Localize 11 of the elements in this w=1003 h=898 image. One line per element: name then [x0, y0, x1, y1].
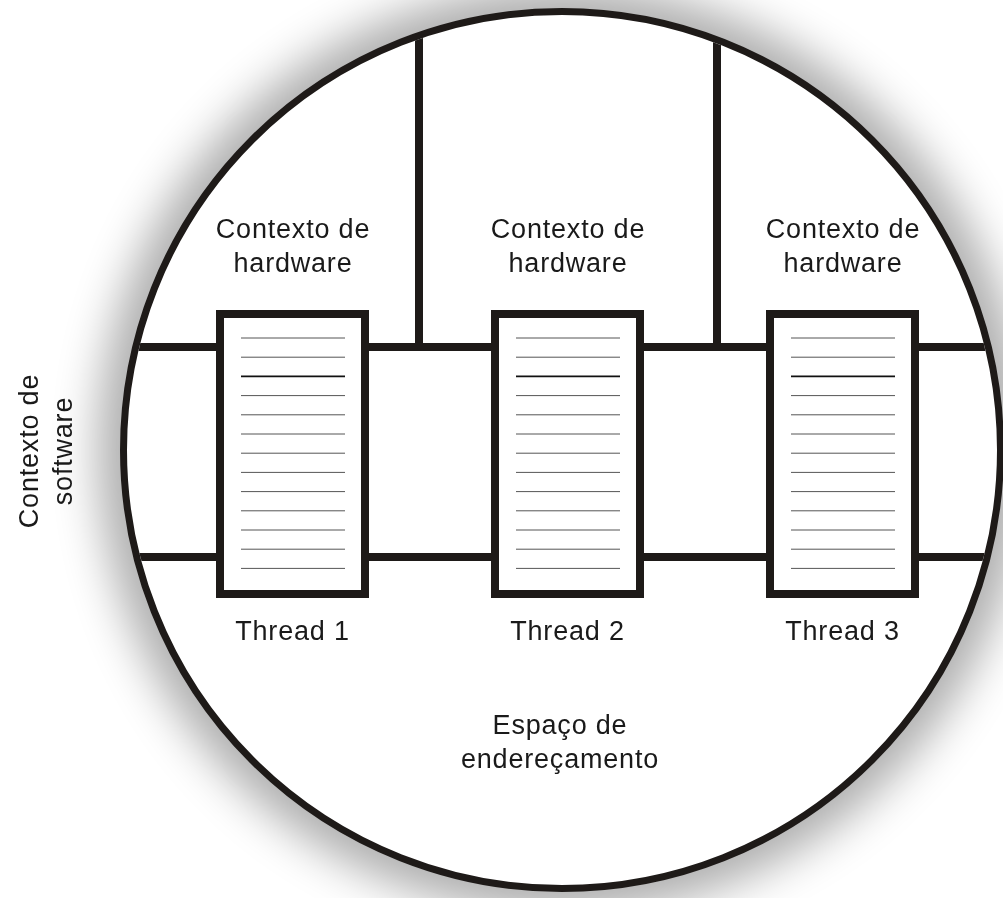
thread-document: [491, 310, 644, 598]
hardware-context-label: Contexto de hardware: [214, 213, 372, 280]
thread-label: Thread 3: [784, 615, 901, 648]
hardware-context-label: Contexto de hardware: [764, 213, 922, 280]
software-context-label: Contexto de software: [13, 372, 79, 531]
address-space-label: Espaço de endereçamento: [460, 709, 660, 776]
thread-document: [766, 310, 919, 598]
thread-document: [216, 310, 369, 598]
hardware-context-label: Contexto de hardware: [489, 213, 647, 280]
thread-label: Thread 2: [509, 615, 626, 648]
thread-label: Thread 1: [234, 615, 351, 648]
